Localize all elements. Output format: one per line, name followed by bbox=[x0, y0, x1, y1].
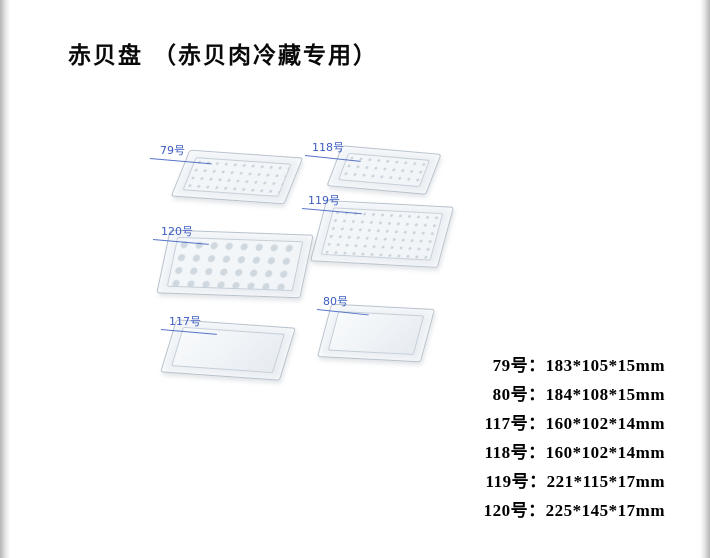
page-right-border bbox=[700, 0, 710, 558]
tray-label-80: 80号 bbox=[323, 295, 348, 308]
spec-label: 80号： bbox=[492, 385, 546, 404]
tray-label-118: 118号 bbox=[312, 141, 344, 154]
spec-row-120: 120号：225*145*17mm bbox=[420, 496, 665, 525]
spec-row-119: 119号：221*115*17mm bbox=[420, 467, 665, 496]
spec-label: 118号： bbox=[484, 443, 546, 462]
tray-label-79: 79号 bbox=[160, 144, 185, 157]
tray-label-117: 117号 bbox=[169, 315, 201, 328]
spec-size: 221*115*17mm bbox=[546, 472, 665, 491]
tray-120 bbox=[156, 229, 314, 299]
spec-label: 119号： bbox=[485, 472, 547, 491]
spec-size: 160*102*14mm bbox=[545, 443, 665, 462]
tray-label-119: 119号 bbox=[308, 194, 340, 207]
tray-80 bbox=[316, 303, 436, 363]
spec-row-80: 80号：184*108*15mm bbox=[420, 380, 665, 409]
spec-list: 79号：183*105*15mm 80号：184*108*15mm 117号：1… bbox=[420, 351, 665, 525]
tray-119-inner bbox=[320, 207, 444, 261]
spec-label: 79号： bbox=[492, 356, 546, 375]
spec-size: 184*108*15mm bbox=[545, 385, 665, 404]
spec-row-118: 118号：160*102*14mm bbox=[420, 438, 665, 467]
spec-row-117: 117号：160*102*14mm bbox=[420, 409, 665, 438]
page-title: 赤贝盘 （赤贝肉冷藏专用） bbox=[68, 43, 379, 69]
page-left-border bbox=[0, 0, 10, 558]
spec-row-79: 79号：183*105*15mm bbox=[420, 351, 665, 380]
spec-size: 225*145*17mm bbox=[545, 501, 665, 520]
spec-label: 120号： bbox=[483, 501, 546, 520]
tray-80-inner bbox=[327, 310, 425, 356]
tray-label-120: 120号 bbox=[161, 225, 193, 238]
spec-size: 183*105*15mm bbox=[545, 356, 665, 375]
spec-label: 117号： bbox=[484, 414, 546, 433]
tray-117-inner bbox=[171, 326, 285, 374]
tray-118-inner bbox=[337, 152, 431, 188]
tray-79 bbox=[170, 149, 304, 205]
spec-size: 160*102*14mm bbox=[545, 414, 665, 433]
tray-120-inner bbox=[166, 236, 304, 292]
